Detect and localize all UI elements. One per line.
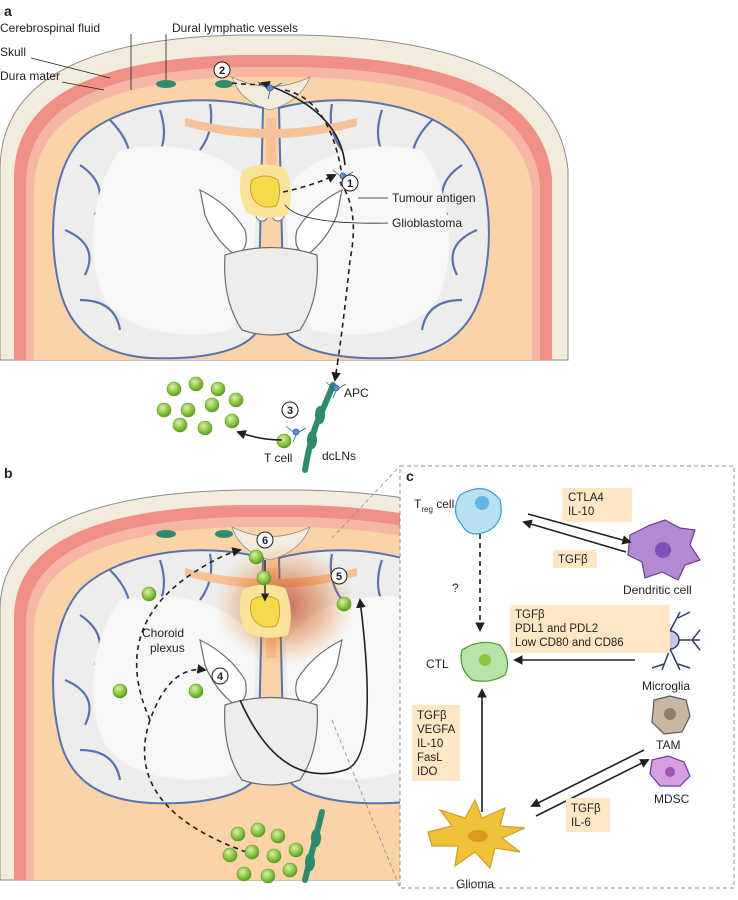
lymph-vessel-b [302, 809, 325, 883]
t-cell-cluster-a [156, 376, 244, 436]
panel-c-label: c [406, 468, 414, 484]
box-dc-to-treg: TGFβ [553, 550, 597, 568]
label-choroid-2: plexus [150, 641, 185, 655]
svg-text:IL-10: IL-10 [417, 738, 443, 750]
t-cells-b-brain [112, 549, 352, 699]
svg-text:5: 5 [336, 571, 342, 583]
svg-text:IL-6: IL-6 [571, 817, 591, 829]
apc-icon [257, 81, 283, 100]
label-t-cell: T cell [264, 451, 292, 465]
box-glioma-to-ctl: TGFβ VEGFA IL-10 FasL IDO [412, 705, 460, 781]
step-1: 1 [341, 174, 359, 192]
svg-text:4: 4 [217, 671, 224, 683]
svg-text:2: 2 [219, 65, 225, 77]
label-microglia: Microglia [642, 679, 690, 693]
svg-text:1: 1 [347, 178, 353, 190]
dural-lymphatic-vessel-icon [215, 80, 233, 88]
tam-icon [651, 695, 691, 735]
svg-text:TGFβ: TGFβ [417, 710, 447, 722]
svg-text:FasL: FasL [417, 752, 443, 764]
panel-c-arrows [475, 513, 650, 817]
label-tam: TAM [656, 738, 680, 752]
svg-text:6: 6 [262, 535, 268, 547]
label-dclns: dcLNs [322, 449, 356, 463]
mdsc-icon [649, 755, 691, 787]
label-skull: Skull [0, 45, 26, 59]
box-treg-to-dc: CTLA4 IL-10 [562, 488, 632, 522]
label-dura: Dura mater [0, 69, 60, 83]
svg-text:PDL1 and PDL2: PDL1 and PDL2 [515, 623, 598, 635]
svg-text:Low CD80 and CD86: Low CD80 and CD86 [515, 637, 624, 649]
dclns-vessel [302, 382, 336, 473]
label-tumour-antigen: Tumour antigen [392, 191, 476, 205]
svg-text:TGFβ: TGFβ [515, 609, 545, 621]
label-choroid-1: Choroid [142, 626, 184, 640]
svg-text:IDO: IDO [417, 766, 438, 778]
step-2: 2 [213, 61, 231, 79]
label-treg: Treg cell [414, 497, 454, 514]
panel-b-label: b [4, 465, 13, 481]
dendritic-cell-icon [627, 519, 701, 581]
label-mdsc: MDSC [654, 792, 690, 806]
dural-lymphatic-vessel-icon [156, 80, 176, 88]
step-5: 5 [330, 567, 348, 585]
svg-text:3: 3 [287, 405, 293, 417]
svg-text:VEGFA: VEGFA [417, 724, 456, 736]
step-4: 4 [211, 667, 229, 685]
box-glioma-tam: TGFβ IL-6 [566, 798, 610, 832]
panel-a-head [0, 34, 569, 382]
question-mark: ? [452, 581, 459, 595]
svg-text:TGFβ: TGFβ [571, 803, 601, 815]
label-apc: APC [344, 386, 369, 400]
svg-text:IL-10: IL-10 [568, 506, 594, 518]
label-dural-lymphatic: Dural lymphatic vessels [172, 21, 298, 35]
panel-a-label: a [4, 3, 12, 19]
box-microglia-to-ctl: TGFβ PDL1 and PDL2 Low CD80 and CD86 [510, 605, 670, 653]
label-dendritic: Dendritic cell [623, 583, 692, 597]
step-3: 3 [281, 401, 299, 419]
glioma-icon [427, 798, 526, 870]
svg-text:TGFβ: TGFβ [558, 554, 588, 566]
step-6: 6 [256, 531, 274, 549]
label-glioblastoma: Glioblastoma [392, 216, 462, 230]
apc-icon [325, 381, 347, 399]
label-glioma: Glioma [456, 877, 494, 891]
ctl-icon [460, 641, 509, 682]
label-ctl: CTL [426, 657, 449, 671]
t-cell-icon [276, 433, 292, 449]
apc-icon [285, 425, 307, 443]
treg-cell-icon [454, 488, 502, 535]
panel-a-labels: Cerebrospinal fluid Skull Dura mater Dur… [0, 21, 476, 230]
t-cell-cluster-b [222, 822, 304, 884]
svg-text:CTLA4: CTLA4 [568, 492, 604, 504]
label-csf: Cerebrospinal fluid [0, 21, 100, 35]
